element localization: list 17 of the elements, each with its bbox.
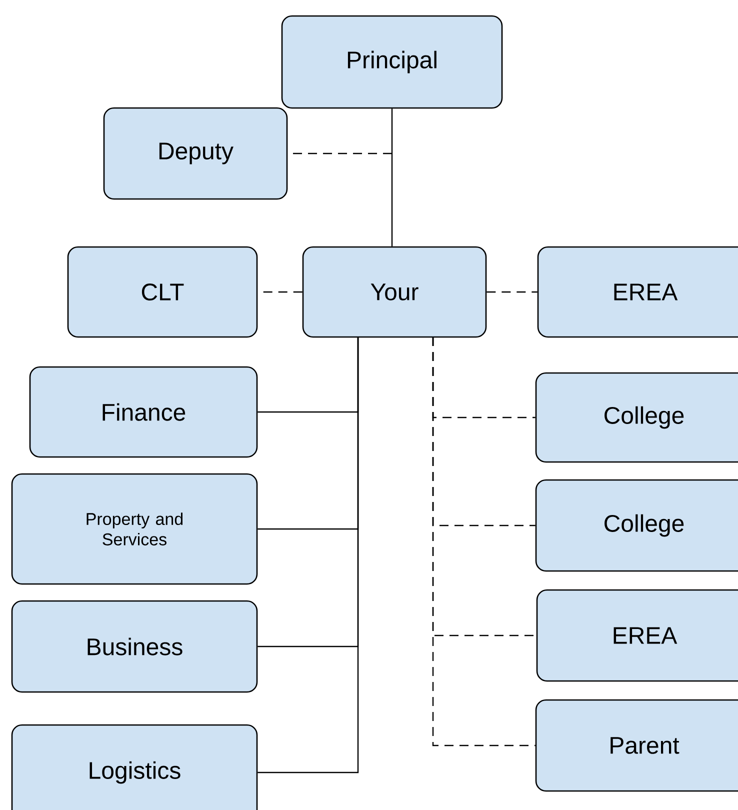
org-box: Deputy (103, 107, 288, 200)
connector-line (486, 291, 538, 293)
org-box: Logistics (11, 724, 258, 810)
connector-line (258, 337, 359, 774)
org-box: Your (302, 246, 487, 338)
org-box: College (535, 372, 738, 463)
org-box: EREA (536, 589, 738, 682)
org-box: CLT (67, 246, 258, 338)
org-box: Parent (535, 699, 738, 792)
org-box: College (535, 479, 738, 572)
connector-line (391, 108, 393, 246)
org-box: Property and Services (11, 473, 258, 585)
org-box: EREA (537, 246, 738, 338)
org-box: Business (11, 600, 258, 693)
org-box: Principal (281, 15, 503, 109)
org-box: Finance (29, 366, 258, 458)
connector-line (432, 337, 536, 746)
